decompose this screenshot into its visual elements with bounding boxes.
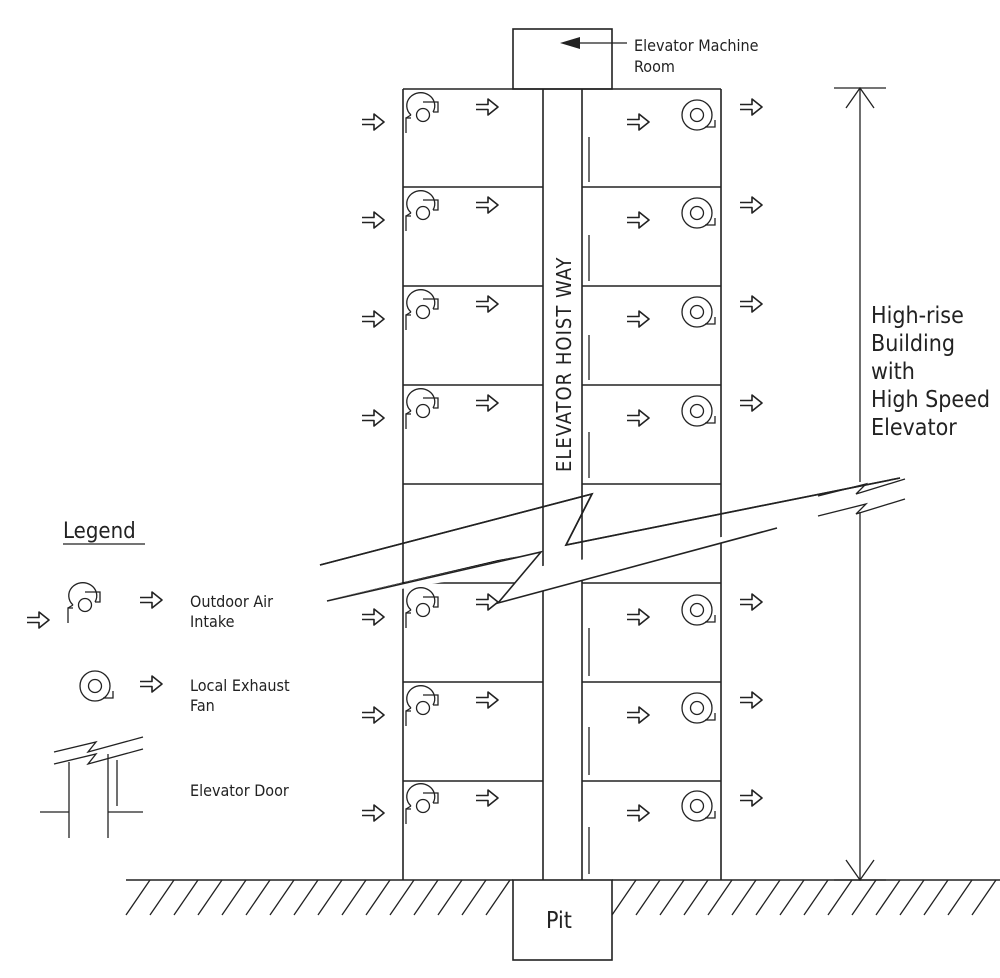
legend-label-outdoor-air-intake: Outdoor Air Intake: [190, 592, 278, 631]
break-symbol: [319, 477, 901, 605]
elevator-door-icon: [40, 736, 144, 838]
floor-lines: [403, 186, 721, 782]
legend-item-outdoor-air-intake: Outdoor Air Intake: [26, 582, 278, 631]
legend-title: Legend: [63, 519, 136, 544]
pit: [512, 879, 613, 961]
ground-line: [125, 879, 1000, 916]
building-label: High-rise Building with High Speed Eleva…: [871, 303, 997, 441]
legend: Legend Outdoor Air Intake Local Exhaust …: [26, 519, 294, 838]
hoist-way-label: ELEVATOR HOIST WAY: [552, 257, 576, 472]
legend-item-local-exhaust-fan: Local Exhaust Fan: [79, 670, 294, 715]
local-exhaust-fan-icon: [79, 670, 163, 702]
legend-label-local-exhaust-fan: Local Exhaust Fan: [190, 676, 294, 715]
pit-label: Pit: [546, 908, 572, 934]
building-height-dimension: [817, 86, 906, 882]
outdoor-air-intake-fan-icon: [26, 582, 163, 629]
machine-room-label: Elevator Machine Room: [634, 36, 763, 76]
legend-label-elevator-door: Elevator Door: [190, 781, 289, 800]
machine-room-pointer: [560, 37, 627, 49]
legend-item-elevator-door: Elevator Door: [40, 736, 289, 838]
elevator-machine-room: [512, 28, 613, 90]
